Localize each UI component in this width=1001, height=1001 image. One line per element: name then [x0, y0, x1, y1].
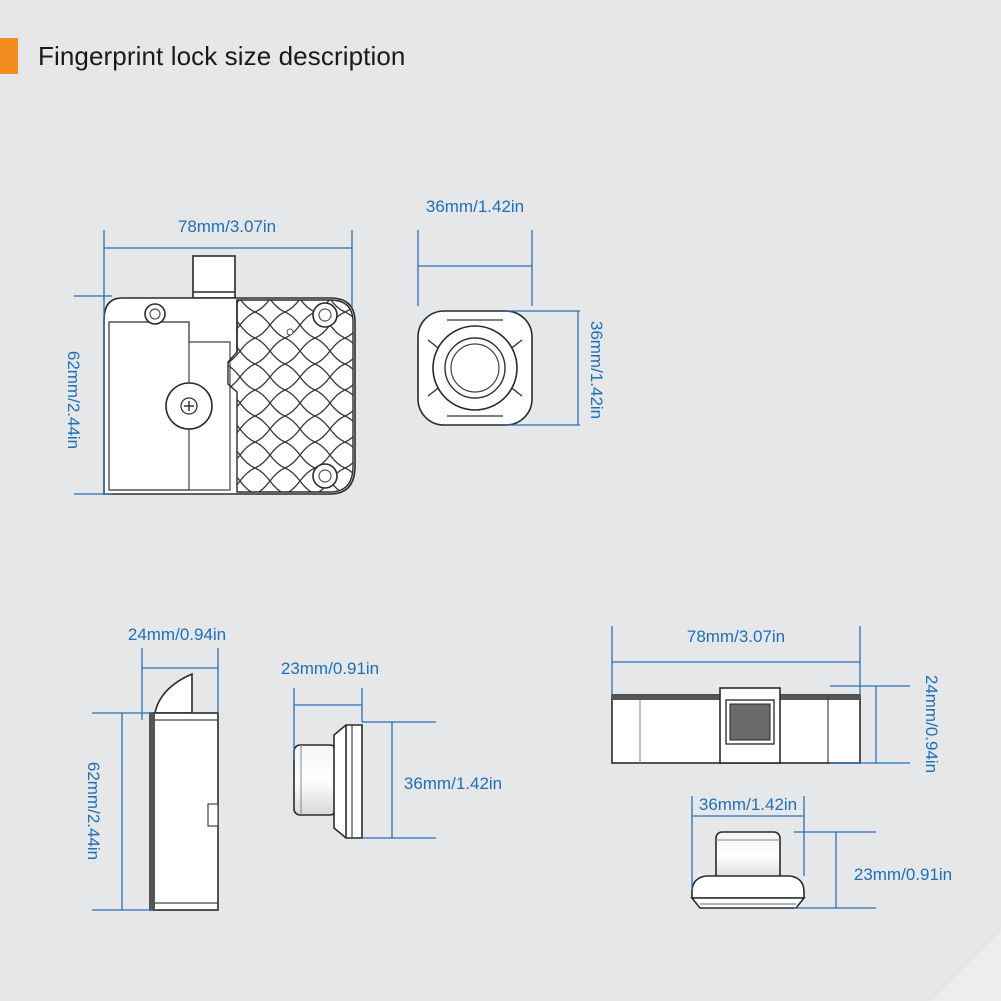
sensor-side-depth-label: 23mm/0.91in — [281, 659, 379, 678]
sensor-top-width-label: 36mm/1.42in — [699, 795, 797, 814]
sensor-side-view — [293, 724, 363, 839]
side-view — [149, 672, 219, 911]
sensor-side-dimension-lines — [293, 688, 436, 839]
top-width-label: 78mm/3.07in — [687, 627, 785, 646]
sensor-front-view — [417, 310, 533, 426]
side-height-label: 62mm/2.44in — [84, 762, 103, 860]
sensor-height-label: 36mm/1.42in — [587, 321, 606, 419]
sensor-side-height-label: 36mm/1.42in — [404, 774, 502, 793]
front-width-label: 78mm/3.07in — [178, 217, 276, 236]
title-accent-bar — [0, 38, 18, 74]
sensor-top-dimension-lines — [691, 796, 876, 909]
side-width-label: 24mm/0.94in — [128, 625, 226, 644]
top-view — [611, 687, 861, 764]
side-dimension-lines — [92, 648, 219, 911]
sensor-width-label: 36mm/1.42in — [426, 197, 524, 216]
top-height-label: 24mm/0.94in — [922, 675, 941, 773]
sensor-top-view — [690, 831, 806, 909]
front-dimension-lines — [74, 230, 353, 495]
front-stub — [192, 255, 236, 299]
top-dimension-lines — [611, 626, 910, 764]
front-view — [103, 255, 356, 495]
front-height-label: 62mm/2.44in — [64, 351, 83, 449]
corner-decoration — [931, 931, 1001, 1001]
page-title: Fingerprint lock size description — [38, 41, 406, 71]
sensor-top-depth-label: 23mm/0.91in — [854, 865, 952, 884]
sensor-front-dimension-lines — [417, 230, 580, 426]
